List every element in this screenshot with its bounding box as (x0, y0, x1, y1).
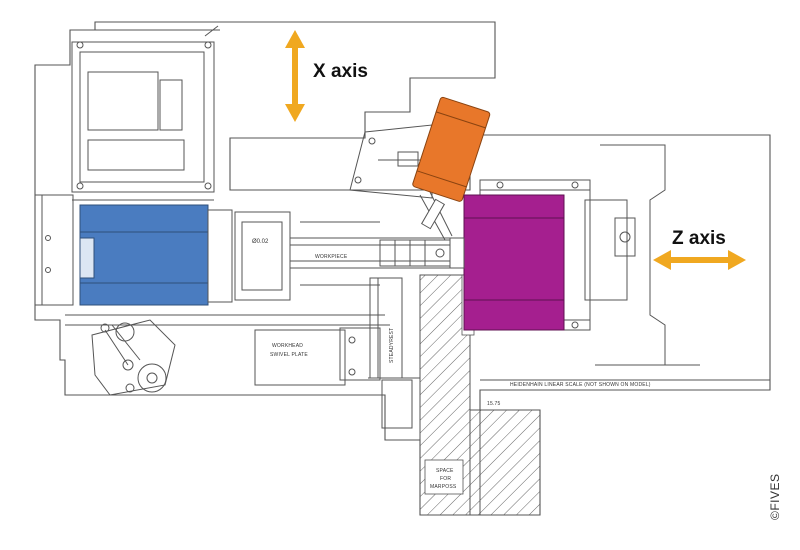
x-axis-arrow-icon (285, 30, 305, 122)
dimension-small-label: 15.75 (487, 401, 501, 407)
hatched-base (419, 274, 541, 516)
marposs-space-label-1: SPACE (436, 468, 454, 474)
x-axis-label: X axis (313, 61, 368, 82)
pulley-mechanism (91, 319, 176, 396)
linear-scale-label: HEIDENHAIN LINEAR SCALE (NOT SHOWN ON MO… (510, 382, 651, 388)
workhead-swivel-label-2: SWIVEL PLATE (270, 352, 308, 358)
workhead-swivel-label-1: WORKHEAD (272, 343, 303, 349)
gauge-bracket (349, 124, 453, 241)
workhead-swivel-plate (254, 327, 381, 386)
spindle-assembly (234, 211, 451, 301)
dimension-label: Ø0.02 (252, 239, 269, 245)
wheelhead-block (449, 194, 565, 331)
z-axis-label: Z axis (672, 228, 726, 249)
workhead-guard (71, 25, 220, 201)
z-axis-arrow-icon (653, 250, 746, 270)
gauge-head (412, 96, 491, 230)
steadyrest (368, 277, 420, 429)
left-end-cap (34, 194, 74, 306)
marposs-space-label-3: MARPOSS (430, 484, 457, 490)
workpiece-label: WORKPIECE (315, 254, 348, 260)
steadyrest-label: STEADYREST (389, 328, 395, 363)
marposs-space-label-2: FOR (440, 476, 451, 482)
workhead-block (79, 204, 233, 306)
copyright-notice: ©FIVES (768, 473, 782, 520)
